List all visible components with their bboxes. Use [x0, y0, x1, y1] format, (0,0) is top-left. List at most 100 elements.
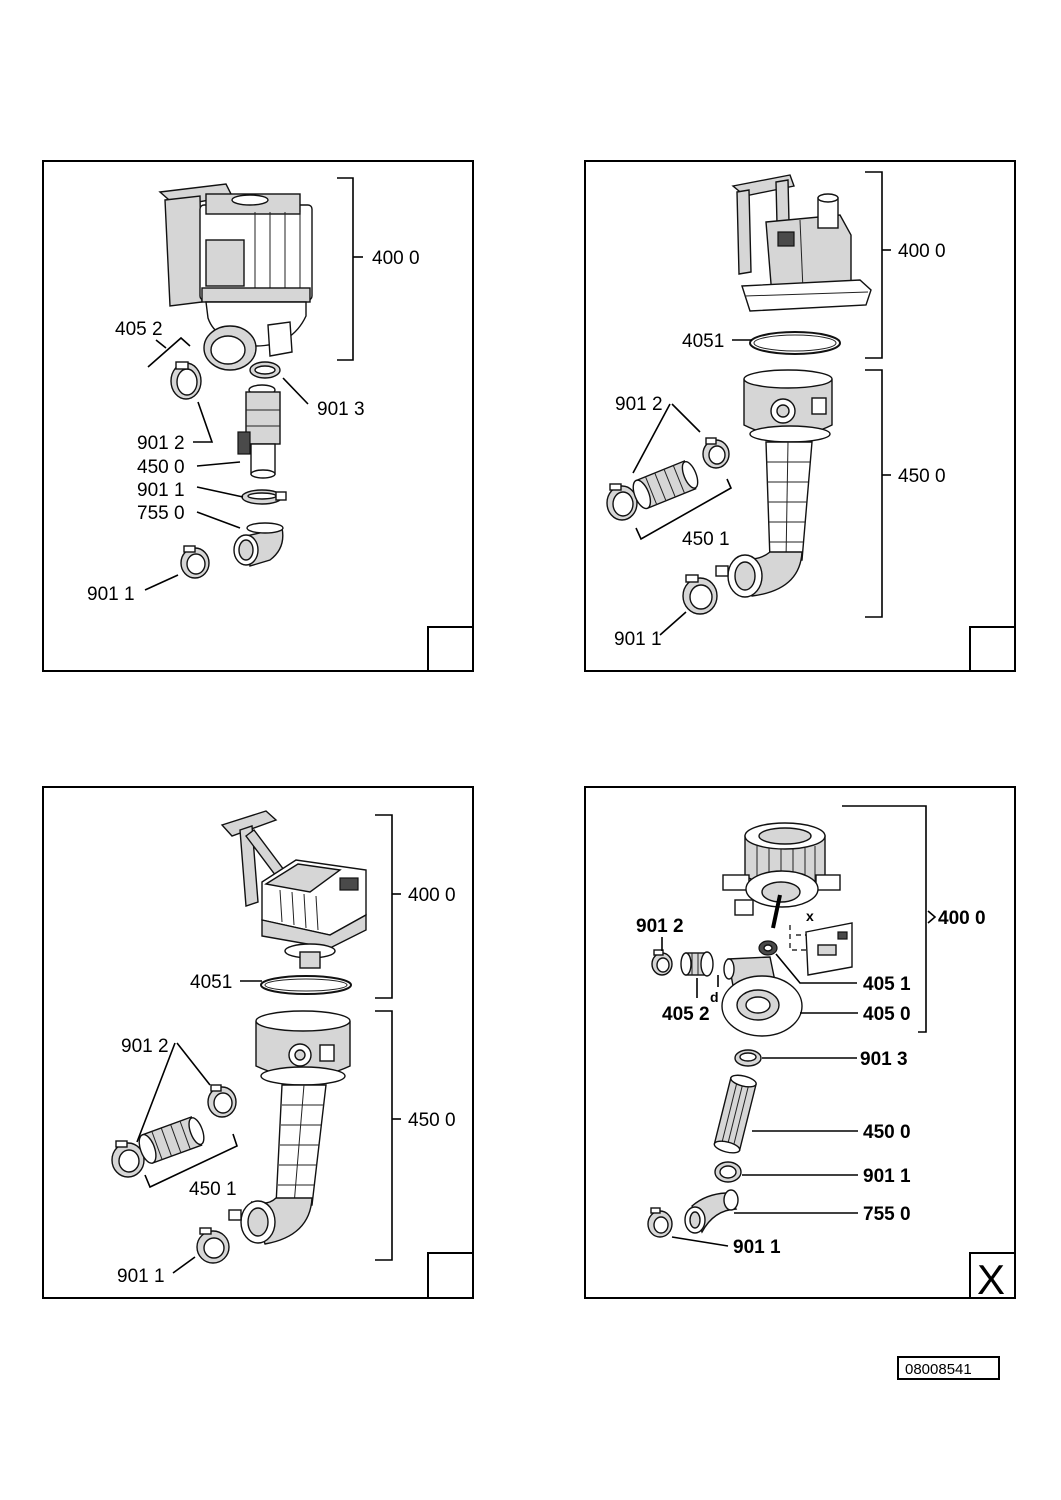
part-label: 405 2	[662, 1004, 710, 1025]
housing-top-opening	[231, 194, 269, 206]
bracket-leg	[736, 189, 752, 275]
clamp-ring-inner	[656, 957, 670, 973]
part-label: 901 1	[87, 584, 135, 605]
clamp-ring-inner	[689, 584, 713, 610]
leader-line	[193, 401, 214, 443]
hose-rib	[672, 465, 685, 494]
tube-spine	[785, 441, 789, 561]
mounting-bracket	[220, 810, 278, 837]
part-label: 901 1	[733, 1237, 781, 1258]
outlet-nozzle-top	[817, 193, 839, 203]
part-label: 4051	[190, 972, 232, 993]
leader-line	[144, 574, 179, 591]
hose-rib	[170, 1124, 182, 1153]
base-plate-edge	[744, 291, 869, 297]
leader-line	[147, 336, 191, 368]
pump-base-plate	[741, 279, 872, 312]
elbow-opening-inner	[247, 1207, 269, 1237]
sump-side-port	[811, 397, 827, 415]
hose-clamp	[196, 1227, 230, 1264]
tube-bottom	[713, 1140, 741, 1154]
leader-line	[172, 1256, 196, 1274]
motor-mount-tab	[722, 874, 750, 891]
heater-pipe-end	[250, 469, 276, 479]
part-label: 901 2	[121, 1036, 169, 1057]
leader-line	[775, 953, 857, 984]
volute-outlet-opening	[723, 958, 735, 980]
tube-rib	[727, 1084, 743, 1146]
part-label: 450 1	[189, 1179, 237, 1200]
elbow-opening-inner	[734, 561, 756, 591]
elbow-top	[723, 1189, 739, 1211]
sump-outlet-inner	[776, 404, 790, 418]
bracket-line	[337, 177, 354, 361]
leader-line	[136, 1042, 176, 1143]
part-label: 901 1	[614, 629, 662, 650]
sump-outlet-inner	[294, 1049, 306, 1061]
hose-clamp	[734, 1049, 762, 1067]
bracket-arrow	[927, 910, 937, 924]
panel-corner-box	[427, 626, 474, 672]
tube-rib	[732, 1086, 749, 1147]
pump-assembly	[220, 810, 367, 969]
heater-pipe	[250, 443, 276, 475]
panel-corner-mark: X	[977, 1256, 1005, 1303]
part-label: 405 2	[115, 319, 163, 340]
clamp-ring-inner	[653, 1216, 669, 1234]
hose-clamp	[682, 574, 718, 615]
leader-line	[282, 377, 309, 405]
hose-rib	[151, 1131, 163, 1160]
part-label: 901 2	[137, 433, 185, 454]
panel-corner-box	[969, 626, 1016, 672]
panel-frame	[42, 160, 474, 672]
shaft-seal	[758, 940, 778, 956]
motor-shaft-housing	[299, 951, 321, 969]
heater-element	[237, 384, 281, 479]
panel-1: 400 0 405 2 901 3 901 2 450 0 901 1 755 …	[42, 160, 474, 672]
panel-frame	[584, 786, 1016, 1299]
part-label: 4051	[682, 331, 724, 352]
inlet-hose	[680, 951, 714, 977]
sump-flange	[260, 1066, 346, 1086]
clamp-screw	[609, 483, 622, 491]
clamp-ring-inner	[708, 445, 726, 465]
housing-band	[201, 287, 311, 303]
tube-rib	[721, 1083, 738, 1144]
leader-line	[155, 339, 167, 349]
sump-flange	[749, 425, 831, 443]
hose-rib	[663, 469, 676, 498]
reference-number-box: 08008541	[897, 1356, 1000, 1380]
clamp-screw	[175, 361, 189, 370]
tube-top	[730, 1074, 757, 1088]
leader-line	[671, 403, 701, 433]
clamp-ring-inner	[739, 1052, 757, 1062]
housing-top	[264, 863, 342, 893]
hose-clamp	[241, 489, 287, 505]
leader-line	[659, 611, 687, 636]
clamp-ring-inner	[186, 553, 206, 575]
bracket-line	[842, 805, 927, 1033]
part-label: 400 0	[408, 885, 456, 906]
hose-clamp	[702, 437, 730, 469]
detail-label: x	[806, 908, 814, 924]
hose-end	[681, 461, 699, 489]
leader-line	[196, 486, 244, 498]
part-label: 901 2	[615, 394, 663, 415]
part-label: 450 0	[137, 457, 185, 478]
seal-ring	[260, 975, 352, 995]
heater-body	[245, 391, 281, 445]
pump-outlet-opening	[210, 335, 246, 365]
leader-line	[176, 1042, 211, 1086]
hose-end	[700, 951, 714, 977]
bracket-leg	[164, 195, 203, 307]
elbow-opening-inner	[238, 539, 254, 561]
bracket-line	[144, 1133, 238, 1189]
detail-x-contact	[817, 944, 837, 956]
part-label: 450 1	[682, 529, 730, 550]
pump-outlet-pipe	[267, 321, 293, 357]
clamp-screw	[653, 949, 664, 956]
tube-spine	[293, 1084, 305, 1206]
hose-clamp	[651, 949, 673, 976]
detail-guide-line	[789, 925, 806, 951]
